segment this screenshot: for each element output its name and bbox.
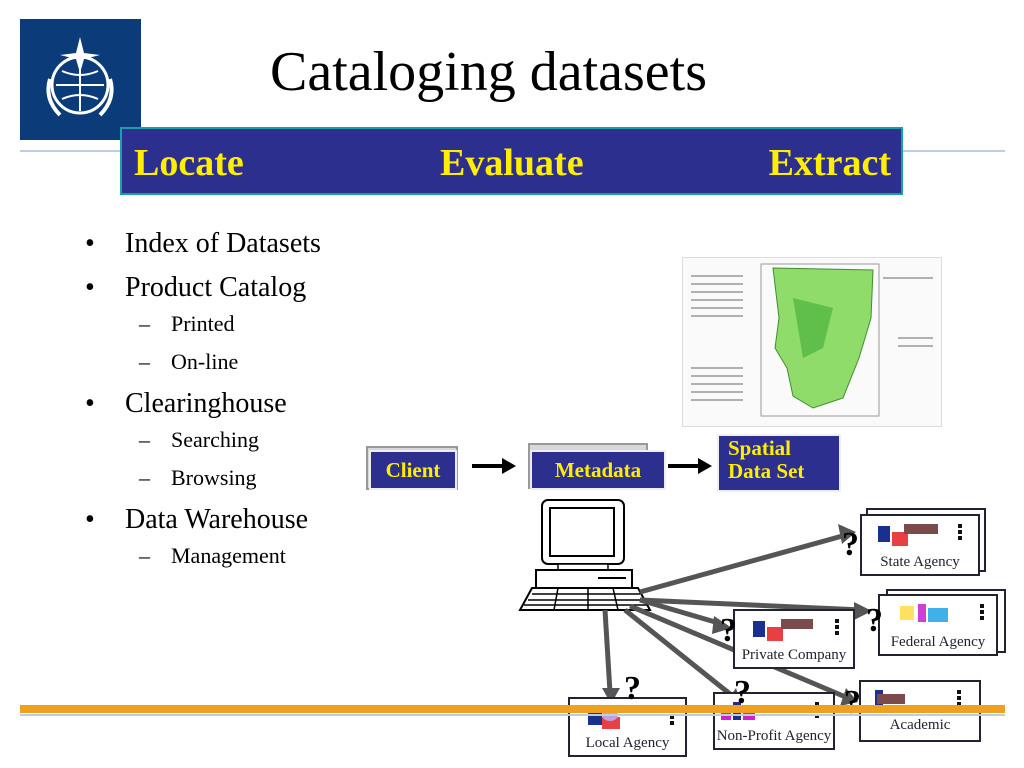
bullet-item: Data Warehouse Management [85,504,321,570]
question-mark: ? [844,684,861,721]
question-mark: ? [866,602,883,639]
academic-label: Academic [889,717,951,733]
sub-bullet-item: Printed [125,310,321,338]
federal-agency-label: Federal Agency [890,634,986,650]
private-company-box: Private Company [733,609,855,669]
banner-extract: Extract [768,142,891,184]
map-image [682,257,942,427]
sub-bullet-item: On-line [125,348,321,376]
non-profit-agency-box: Non-Profit Agency [713,692,835,750]
question-mark: ? [720,612,737,649]
bottom-rule-thin [20,714,1005,716]
question-mark: ? [842,526,859,563]
state-agency-box: State Agency [860,514,980,576]
banner-locate: Locate [134,142,244,184]
question-mark: ? [734,674,751,711]
banner-evaluate: Evaluate [440,142,584,184]
bottom-rule [20,705,1005,713]
wmo-logo [20,19,141,140]
agency-icon [753,619,839,641]
bullet-item: Product Catalog Printed On-line [85,272,321,376]
client-box: Client [369,450,457,490]
sub-bullet-item: Browsing [125,464,321,492]
bullet-item: Clearinghouse Searching Browsing [85,388,321,492]
local-agency-label: Local Agency [585,735,670,751]
federal-agency-box: Federal Agency [878,594,998,656]
private-company-label: Private Company [741,647,847,663]
bullet-list: Index of Datasets Product Catalog Printe… [85,228,321,582]
sub-bullet-item: Searching [125,426,321,454]
arrow-icon [668,458,712,474]
agency-icon [900,604,984,622]
bullet-item: Index of Datasets [85,228,321,260]
spatial-data-set-box: Spatial Data Set [717,434,841,492]
arrow-icon [472,458,516,474]
agency-icon [878,524,962,546]
agency-icon [875,690,961,708]
sub-bullet-item: Management [125,542,321,570]
page-title: Cataloging datasets [270,41,708,103]
question-mark: ? [624,670,641,707]
state-agency-label: State Agency [880,554,960,570]
banner: Locate Evaluate Extract [120,127,903,195]
non-profit-agency-label: Non-Profit Agency [716,728,832,744]
computer-icon [518,499,652,611]
metadata-box: Metadata [530,450,666,490]
